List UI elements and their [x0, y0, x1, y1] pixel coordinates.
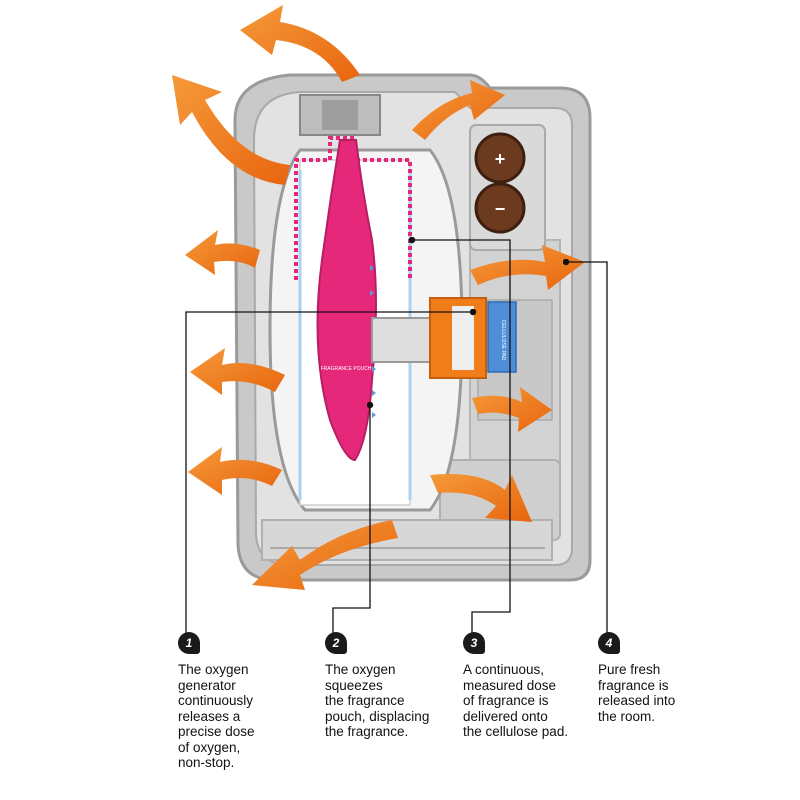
arrow-left-1 [185, 230, 260, 275]
cellulose-pad: CELLULOSE PAD [371, 297, 517, 379]
step-3: 3 A continuous, measured dose of fragran… [463, 632, 568, 740]
battery-negative [474, 182, 526, 234]
battery-positive [474, 132, 526, 184]
arrow-right-1 [470, 245, 585, 290]
step-number: 1 [178, 632, 200, 654]
leader-lines [185, 236, 608, 640]
step-number: 2 [325, 632, 347, 654]
pouch-label: FRAGRANCE POUCH [321, 366, 372, 372]
arrow-left-3 [188, 447, 282, 495]
airflow-arrows [172, 5, 585, 590]
pad-label: CELLULOSE PAD [500, 320, 506, 361]
arrow-bottom [252, 520, 398, 590]
step-description: Pure fresh fragrance is released into th… [598, 662, 676, 724]
arrow-upper-right [412, 80, 505, 140]
step-description: A continuous, measured dose of fragrance… [463, 662, 569, 739]
step-1: 1 The oxygen generator continuously rele… [178, 632, 255, 771]
step-number: 4 [598, 632, 620, 654]
battery-pack: + − [469, 124, 546, 251]
step-description: The oxygen generator continuously releas… [178, 662, 255, 770]
arrow-top-left [172, 75, 290, 185]
fragrance-pouch: FRAGRANCE POUCH [316, 139, 377, 462]
step-2: 2 The oxygen squeezes the fragrance pouc… [325, 632, 429, 740]
step-description: The oxygen squeezes the fragrance pouch,… [325, 662, 430, 739]
step-number: 3 [463, 632, 485, 654]
arrow-right-2 [472, 387, 552, 432]
arrow-right-3 [430, 474, 532, 522]
svg-text:−: − [495, 199, 506, 219]
svg-text:+: + [495, 149, 506, 169]
arrow-left-2 [190, 348, 285, 395]
arrow-top [240, 5, 360, 82]
step-4: 4 Pure fresh fragrance is released into … [598, 632, 675, 724]
